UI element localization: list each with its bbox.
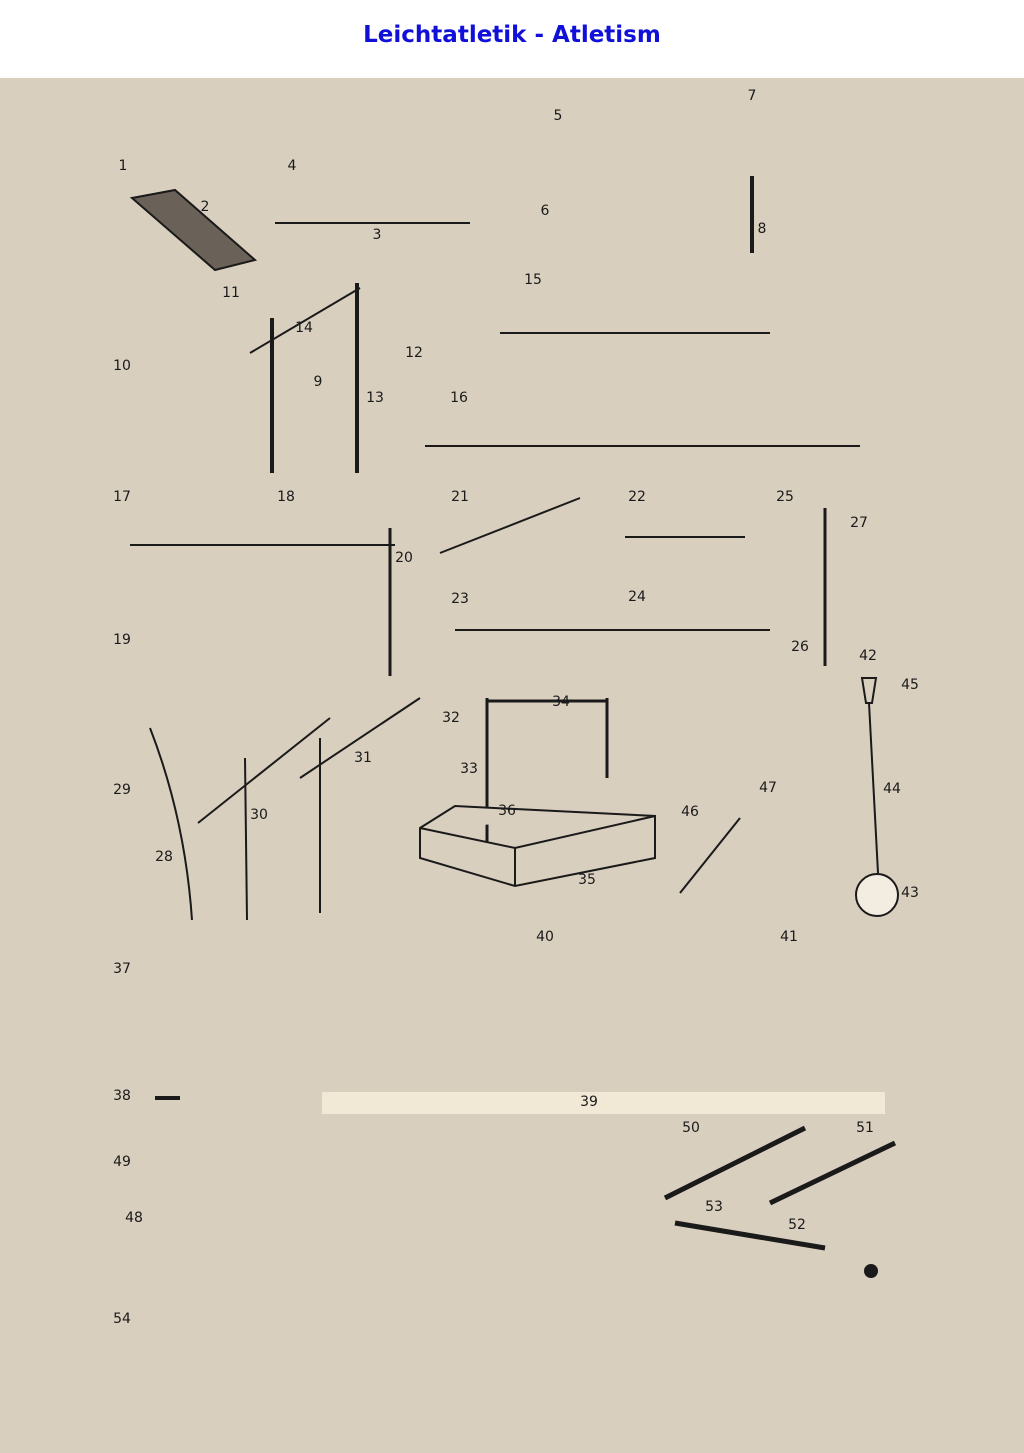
- label: 52: [788, 1217, 806, 1233]
- label: 39: [580, 1094, 598, 1110]
- label: 14: [295, 320, 313, 336]
- high-jump-bar: [249, 287, 361, 354]
- label: 19: [113, 632, 131, 648]
- hammer-ball: [855, 873, 899, 917]
- label: 30: [250, 807, 268, 823]
- label: 38: [113, 1088, 131, 1104]
- label: 21: [451, 489, 469, 505]
- label: 36: [498, 803, 516, 819]
- label: 5: [553, 108, 563, 124]
- athletics-illustration-plate: 1 2 3 4 5 6 7 8 9 10 11 12 13 14 15 16 1…: [0, 78, 1024, 1453]
- athletics-drawings: [129, 176, 899, 1278]
- javelin-46: [679, 817, 741, 894]
- label: 37: [113, 961, 131, 977]
- javelin-50: [663, 1125, 807, 1201]
- label: 17: [113, 489, 131, 505]
- label: 16: [450, 390, 468, 406]
- label: 45: [901, 677, 919, 693]
- label: 42: [859, 648, 877, 664]
- label: 49: [113, 1154, 131, 1170]
- label: 20: [395, 550, 413, 566]
- label: 12: [405, 345, 423, 361]
- label: 48: [125, 1210, 143, 1226]
- label: 1: [118, 158, 128, 174]
- label: 50: [682, 1120, 700, 1136]
- label: 34: [552, 694, 570, 710]
- landing-pit: [419, 804, 656, 888]
- pole-30: [197, 717, 331, 824]
- label: 9: [313, 374, 323, 390]
- label: 8: [757, 221, 767, 237]
- label: 54: [113, 1311, 131, 1327]
- label: 44: [883, 781, 901, 797]
- runway-39: [322, 1092, 885, 1114]
- starting-block: [129, 188, 258, 272]
- label: 47: [759, 780, 777, 796]
- label: 51: [856, 1120, 874, 1136]
- javelin-52: [674, 1220, 826, 1251]
- label: 4: [287, 158, 297, 174]
- label: 53: [705, 1199, 723, 1215]
- label: 41: [780, 929, 798, 945]
- pole-31: [299, 697, 421, 779]
- label: 46: [681, 804, 699, 820]
- pole-vertical-1: [244, 757, 248, 921]
- hammer-wire: [868, 702, 879, 874]
- label: 13: [366, 390, 384, 406]
- label: 40: [536, 929, 554, 945]
- label: 24: [628, 589, 646, 605]
- label: 28: [155, 849, 173, 865]
- label: 10: [113, 358, 131, 374]
- label: 31: [354, 750, 372, 766]
- bar-21: [439, 497, 581, 554]
- label: 26: [791, 639, 809, 655]
- label: 33: [460, 761, 478, 777]
- label: 43: [901, 885, 919, 901]
- javelin-51: [768, 1140, 897, 1206]
- label: 11: [222, 285, 240, 301]
- label: 29: [113, 782, 131, 798]
- label: 27: [850, 515, 868, 531]
- pole-28: [149, 727, 193, 921]
- label: 25: [776, 489, 794, 505]
- label: 23: [451, 591, 469, 607]
- shot-ball: [864, 1264, 878, 1278]
- label: 15: [524, 272, 542, 288]
- label: 7: [747, 88, 757, 104]
- label: 18: [277, 489, 295, 505]
- label: 35: [578, 872, 596, 888]
- hammer-handle: [860, 677, 878, 704]
- label: 6: [540, 203, 550, 219]
- label: 2: [200, 199, 210, 215]
- label: 32: [442, 710, 460, 726]
- page-title: Leichtatletik - Atletism: [363, 22, 661, 48]
- label: 3: [372, 227, 382, 243]
- label: 22: [628, 489, 646, 505]
